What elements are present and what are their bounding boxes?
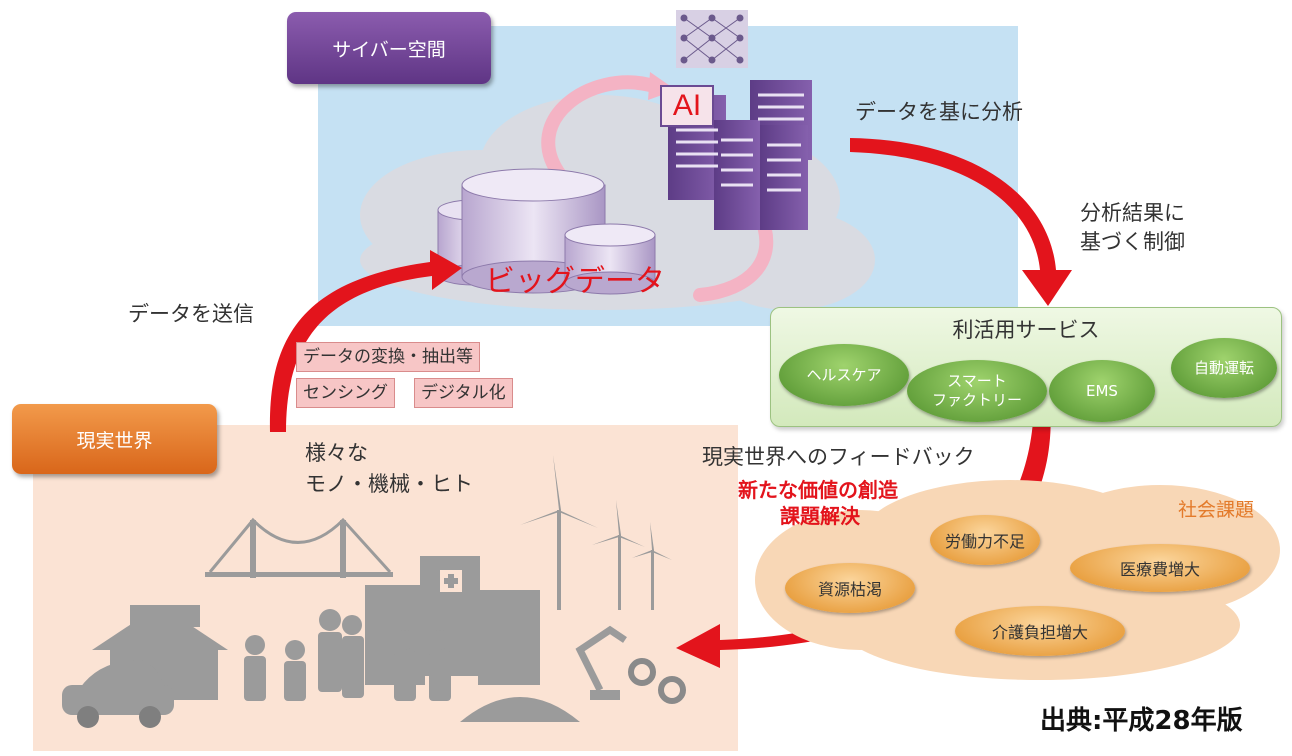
real-world-label: 現実世界 xyxy=(12,404,217,474)
control-text-line2: 基づく制御 xyxy=(1080,230,1185,254)
issue-care-burden: 介護負担増大 xyxy=(955,606,1125,656)
service-ems-label: EMS xyxy=(1086,381,1118,400)
ai-label: AI xyxy=(672,89,702,122)
issue-labor-shortage: 労働力不足 xyxy=(930,515,1040,565)
services-panel: 利活用サービス ヘルスケア スマート ファクトリー EMS 自動運転 xyxy=(770,307,1282,427)
feedback-text: 現実世界へのフィードバック xyxy=(702,445,975,469)
convert-tag: データの変換・抽出等 xyxy=(296,342,480,372)
feedback-arrow xyxy=(676,402,1051,668)
issue-resource-depletion-label: 資源枯渇 xyxy=(817,580,882,599)
analyze-text: データを基に分析 xyxy=(855,100,1023,124)
service-smart-factory-label-2: ファクトリー xyxy=(931,391,1022,409)
digitize-tag: デジタル化 xyxy=(414,378,513,408)
service-healthcare: ヘルスケア xyxy=(779,344,909,406)
problem-solving-text: 課題解決 xyxy=(780,504,860,528)
service-smart-factory-label-1: スマート xyxy=(947,372,1007,390)
cyber-space-label: サイバー空間 xyxy=(287,12,491,84)
things-text-line1: 様々な xyxy=(305,441,368,465)
database-cylinders-icon xyxy=(437,168,656,295)
service-autonomous-driving: 自動運転 xyxy=(1171,338,1277,398)
service-healthcare-label: ヘルスケア xyxy=(806,365,882,384)
issue-medical-cost: 医療費増大 xyxy=(1070,544,1250,592)
service-ems: EMS xyxy=(1049,360,1155,422)
issue-care-burden-label: 介護負担増大 xyxy=(991,623,1088,642)
send-data-text: データを送信 xyxy=(128,302,254,326)
issue-resource-depletion: 資源枯渇 xyxy=(785,563,915,613)
things-text-line2: モノ・機械・ヒト xyxy=(305,472,473,496)
bigdata-label: ビッグデータ xyxy=(485,264,665,299)
neural-network-icon xyxy=(676,10,748,68)
sensing-tag: センシング xyxy=(296,378,395,408)
service-smart-factory: スマート ファクトリー xyxy=(907,360,1047,422)
service-autonomous-driving-label: 自動運転 xyxy=(1193,358,1254,377)
control-text-line1: 分析結果に xyxy=(1080,201,1185,225)
issue-labor-shortage-label: 労働力不足 xyxy=(944,532,1025,551)
source-citation: 出典:平成28年版 xyxy=(1040,706,1243,736)
city-illustration xyxy=(62,455,686,728)
services-title: 利活用サービス xyxy=(952,318,1100,342)
value-creation-text: 新たな価値の創造 xyxy=(738,478,898,502)
analyze-control-arrow xyxy=(850,138,1072,306)
ai-badge: AI xyxy=(660,85,714,127)
issue-medical-cost-label: 医療費増大 xyxy=(1119,560,1200,579)
send-data-arrow xyxy=(269,250,462,432)
social-issues-title: 社会課題 xyxy=(1178,499,1255,521)
